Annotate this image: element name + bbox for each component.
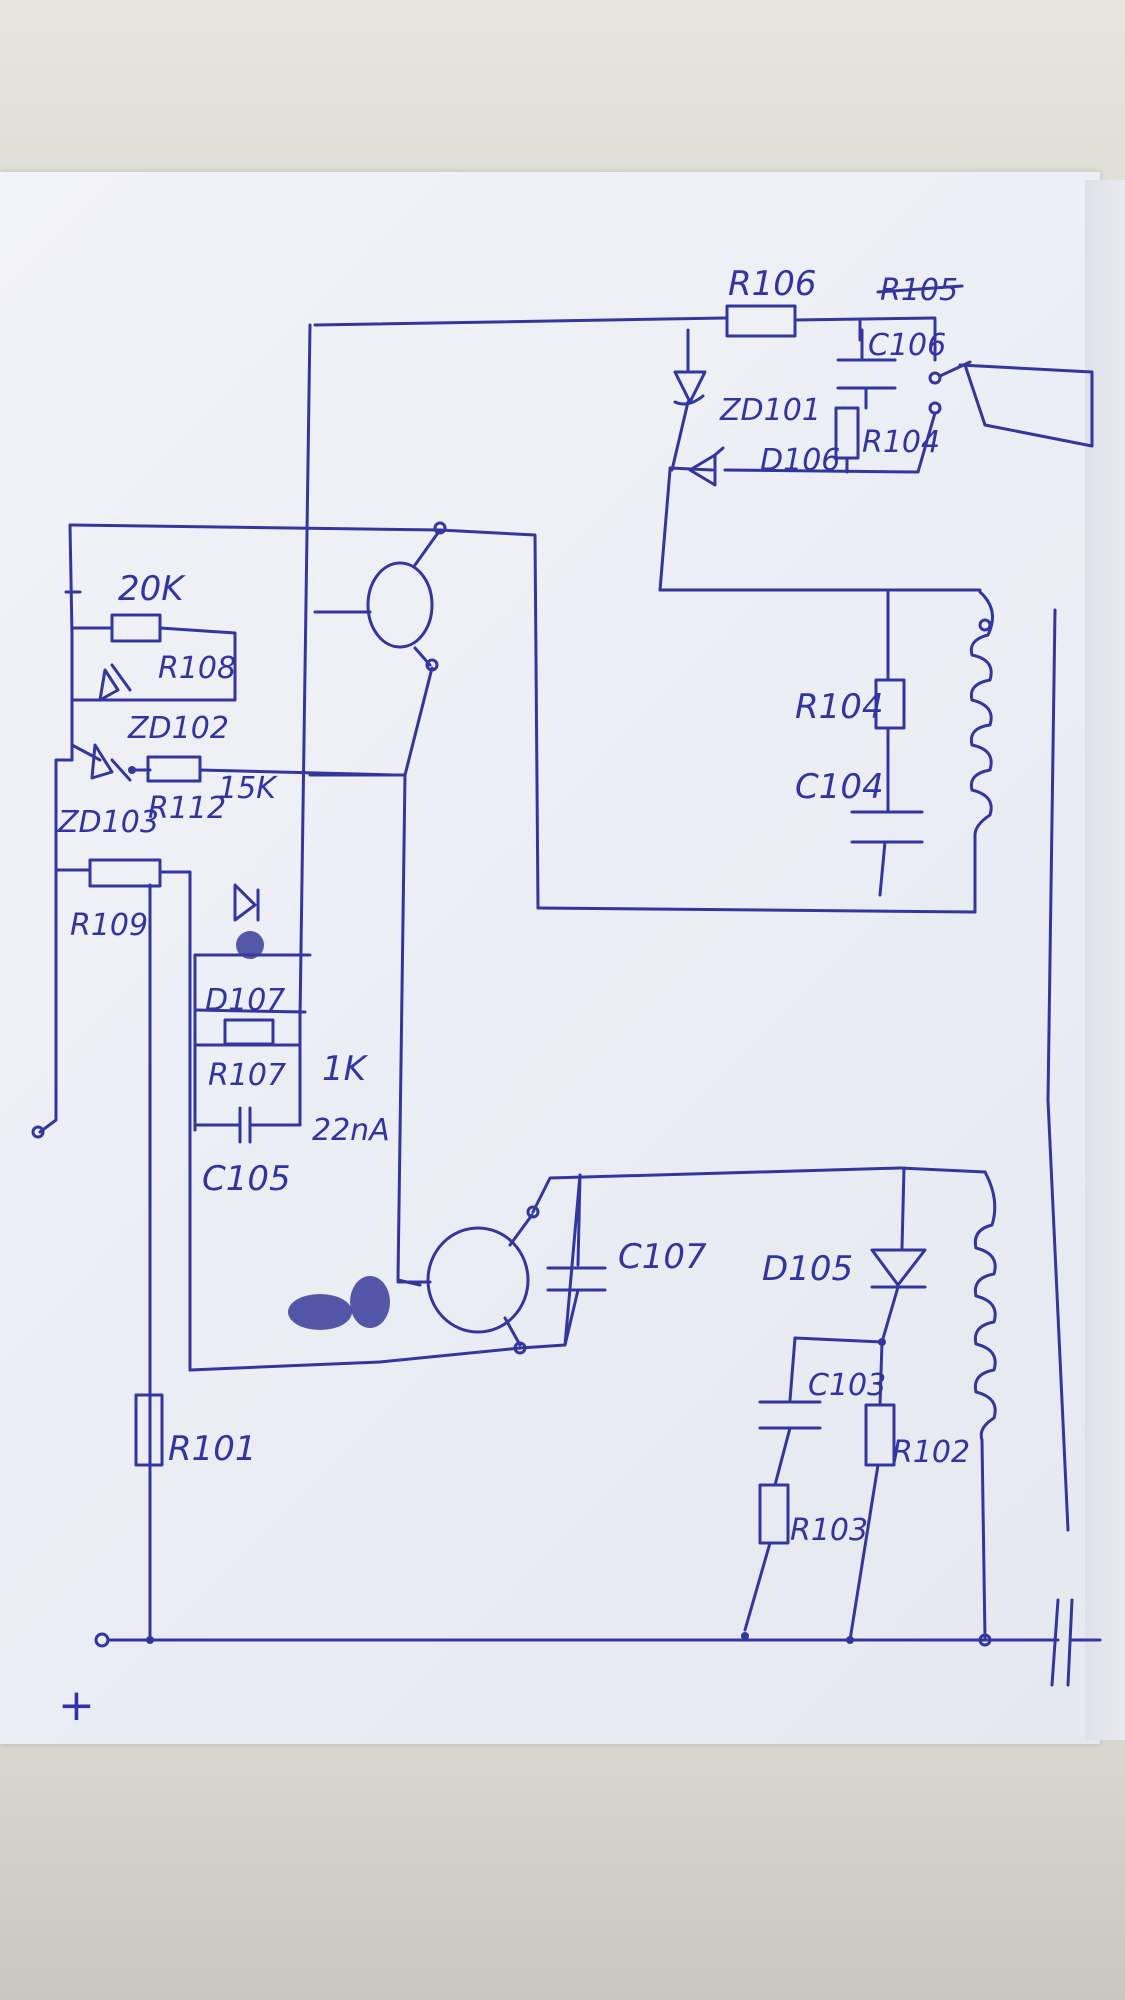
ground-rail [94,1393,1102,1687]
label-d105: D105 [762,1249,853,1289]
label-r106: R106 [728,264,817,304]
transistor-q2 [236,931,902,1364]
label-r104-mid: R104 [795,687,884,727]
transistor-q1 [313,521,540,910]
label-20k: 20K [118,569,186,609]
label-d107: D107 [205,983,285,1018]
label-d106: D106 [760,443,840,478]
label-15k: 15K [218,771,278,806]
label-c104: C104 [795,767,884,807]
label-c103: C103 [808,1368,886,1403]
label-1k: 1K [322,1049,369,1089]
label-r103: R103 [790,1513,868,1548]
left-control-network [31,323,442,1642]
label-r104-top: R104 [862,425,940,460]
lower-right-section [743,608,1070,1642]
label-c107: C107 [618,1237,707,1277]
label-plus: + [58,1680,95,1731]
paper-sheet [0,172,1100,1744]
upper-coil-section [536,590,994,914]
label-c105: C105 [202,1159,291,1199]
label-r101: R101 [168,1429,257,1469]
top-section-wiring [313,304,1094,592]
label-r107: R107 [208,1058,286,1093]
label-zd102: ZD102 [127,711,229,746]
capacitor-c107 [546,1173,607,1347]
label-c106: C106 [868,328,946,363]
label-r102: R102 [892,1435,970,1470]
label-r109: R109 [70,908,148,943]
label-zd101: ZD101 [719,393,821,428]
label-r112: R112 [148,791,226,826]
label-22na: 22nA [312,1113,390,1148]
component-labels: R106 R105 C106 ZD101 R104 D106 20K R108 … [57,264,970,1731]
label-zd103: ZD103 [57,805,159,840]
label-r108: R108 [158,651,236,686]
